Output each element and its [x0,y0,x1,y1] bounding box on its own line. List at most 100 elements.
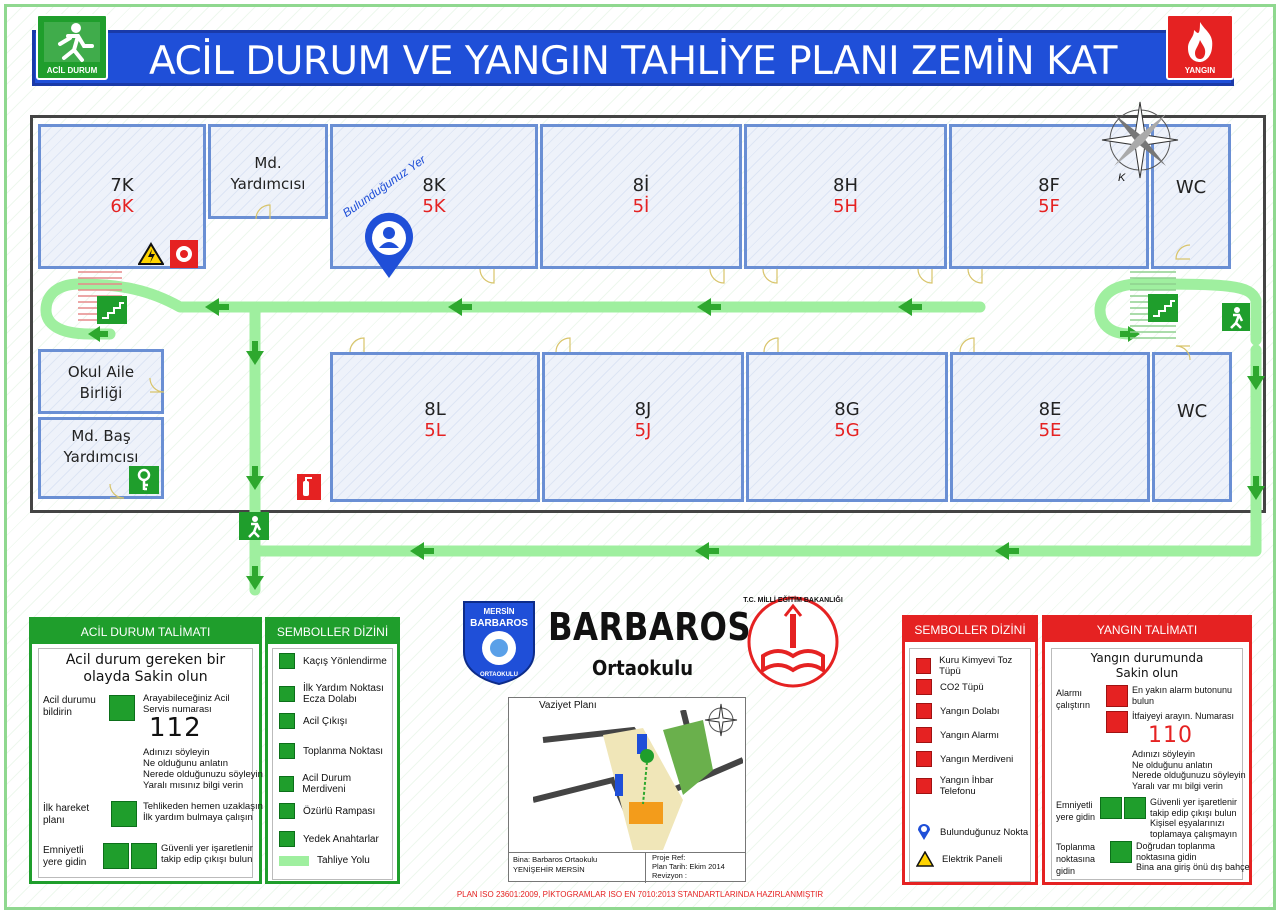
room-code: 5E [1038,420,1062,441]
step-text: Tehlikeden hemen uzaklaşın İlk yardım bu… [143,801,263,823]
room-code: 5K [422,196,446,217]
room-8f: 8F 5F [949,124,1149,269]
panel-header: ACİL DURUM TALİMATI [32,620,259,644]
school-subtitle: Ortaokulu [592,656,694,680]
fire-sign-label: YANGIN [1184,66,1216,75]
site-date: Plan Tarih: Ekim 2014 [652,862,725,871]
site-plan-map [533,710,743,850]
room-md-bas-yardimcisi: Md. Baş Yardımcısı [38,417,164,499]
symbol-label: Yangın Merdiveni [940,753,1014,765]
fire-stair-icon [916,751,932,767]
instructions-body: Acil durum gereken bir olayda Sakin olun… [38,648,263,878]
step-label: Acil durumu bildirin [43,695,96,718]
symbols-index-left: SEMBOLLER DİZİNİ Kaçış Yönlendirme İlk Y… [265,617,400,884]
symbol-label: Tahliye Yolu [317,855,370,866]
room-7k: 7K 6K [38,124,206,269]
panel-header: SEMBOLLER DİZİNİ [268,620,397,644]
step-text: Güvenli yer işaretlenir takip edip çıkış… [1150,797,1238,839]
room-name: WC [1175,177,1207,198]
assembly-point-icon [1110,841,1132,863]
arrow-right-icon [131,843,157,869]
door-arcs [109,204,1191,499]
instructions-body: Yangın durumunda Sakin olun Alarmı çalış… [1051,648,1250,880]
step-label: Toplanma noktasına gidin [1056,842,1096,876]
room-name: WC [1176,401,1208,422]
room-8g: 8G 5G [746,352,948,502]
emergency-stair-icon [279,776,295,792]
badge-top-text: MERSİN [483,607,514,616]
arrow-left-icon [410,542,434,560]
flame-icon [1188,22,1213,62]
symbol-label: Acil Çıkışı [303,715,348,727]
room-8l: 8L 5L [330,352,540,502]
exit-icon [103,843,129,869]
escape-direction-icon [279,653,295,669]
phone-icon [109,695,135,721]
symbol-label: CO2 Tüpü [940,681,984,693]
symbol-label: Yedek Anahtarlar [303,833,379,845]
compass-icon [704,703,738,737]
arrow-down-icon [246,466,264,490]
room-8k: 8K 5K [330,124,538,269]
step-text: Arayabileceğiniz Acil Servis numarası [143,693,230,715]
spare-keys-icon [129,466,159,494]
symbols-list: Kaçış Yönlendirme İlk Yardım Noktası Ecz… [272,648,393,880]
arrow-right-icon [1124,797,1146,819]
room-okul-aile-birligi: Okul Aile Birliği [38,349,164,414]
fire-number: 110 [1148,723,1193,748]
site-plan-title: Vaziyet Planı [539,700,597,711]
room-name: 8J [634,399,652,420]
evacuation-route-lines [40,278,1262,596]
room-name: 8L [424,399,446,420]
compass-north-label: K [1118,172,1126,184]
first-aid-icon [111,801,137,827]
room-name: 8K [422,175,446,196]
arrow-down-icon [1247,476,1265,500]
room-code: 6K [110,196,134,217]
dry-chemical-extinguisher-icon [916,658,932,674]
arrow-down-icon [1247,366,1265,390]
fire-sign: YANGIN [1166,14,1234,80]
exit-icon [1100,797,1122,819]
site-info: Bina: Barbaros Ortaokulu YENİŞEHİR MERSİ… [509,852,745,883]
step-text: İtfaiyeyi arayın. Numarası [1132,711,1235,721]
room-code: 5J [634,420,652,441]
symbols-index-right: SEMBOLLER DİZİNİ Kuru Kimyevi Toz Tüpü C… [902,615,1038,885]
room-wc-bottom: WC [1152,352,1232,502]
exit-sign-icon [1222,303,1250,331]
arrow-left-icon [695,542,719,560]
room-code: 5İ [632,196,650,217]
fire-extinguisher-icon [297,474,321,500]
room-name: 7K [110,175,134,196]
room-name: Okul Aile Birliği [67,363,135,402]
evacuation-route-swatch [279,855,309,866]
step-text: Doğrudan toplanma noktasına gidin Bina a… [1136,841,1250,872]
fire-hose-cabinet-icon [916,703,932,719]
room-code: 5G [834,420,860,441]
arrow-left-icon [995,542,1019,560]
step-label: Emniyetli yere gidin [1056,800,1096,822]
route-arrows [88,298,1265,590]
electric-panel-icon [916,851,934,867]
step-subtext: Adınızı söyleyin Ne olduğunu anlatın Ner… [1132,749,1246,791]
school-name: BARBAROS [548,605,752,649]
ministry-text: T.C. MİLLİ EĞİTİM BAKANLIĞI [743,595,843,604]
emergency-stair-sign-icon [97,296,127,324]
room-8e: 8E 5E [950,352,1150,502]
first-aid-icon [279,686,295,702]
room-wc-top: WC [1151,124,1231,269]
step-label: İlk hareket planı [43,803,90,826]
symbol-label: Elektrik Paneli [942,853,1003,865]
arrow-left-icon [697,298,721,316]
fire-instructions-panel: YANGIN TALİMATI Yangın durumunda Sakin o… [1042,615,1252,885]
location-pin-icon [365,212,413,278]
emergency-instructions-panel: ACİL DURUM TALİMATI Acil durum gereken b… [29,617,263,884]
step-text: Güvenli yer işaretlenir takip edip çıkış… [161,843,253,865]
assembly-point-icon [279,743,295,759]
emergency-stair-sign-icon [1148,294,1178,322]
fire-alarm-icon [1106,685,1128,707]
room-code: 5F [1038,196,1060,217]
step-label: Emniyetli yere gidin [43,845,87,868]
step-label: Alarmı çalıştırın [1056,688,1091,710]
arrow-right-icon [1120,326,1140,342]
